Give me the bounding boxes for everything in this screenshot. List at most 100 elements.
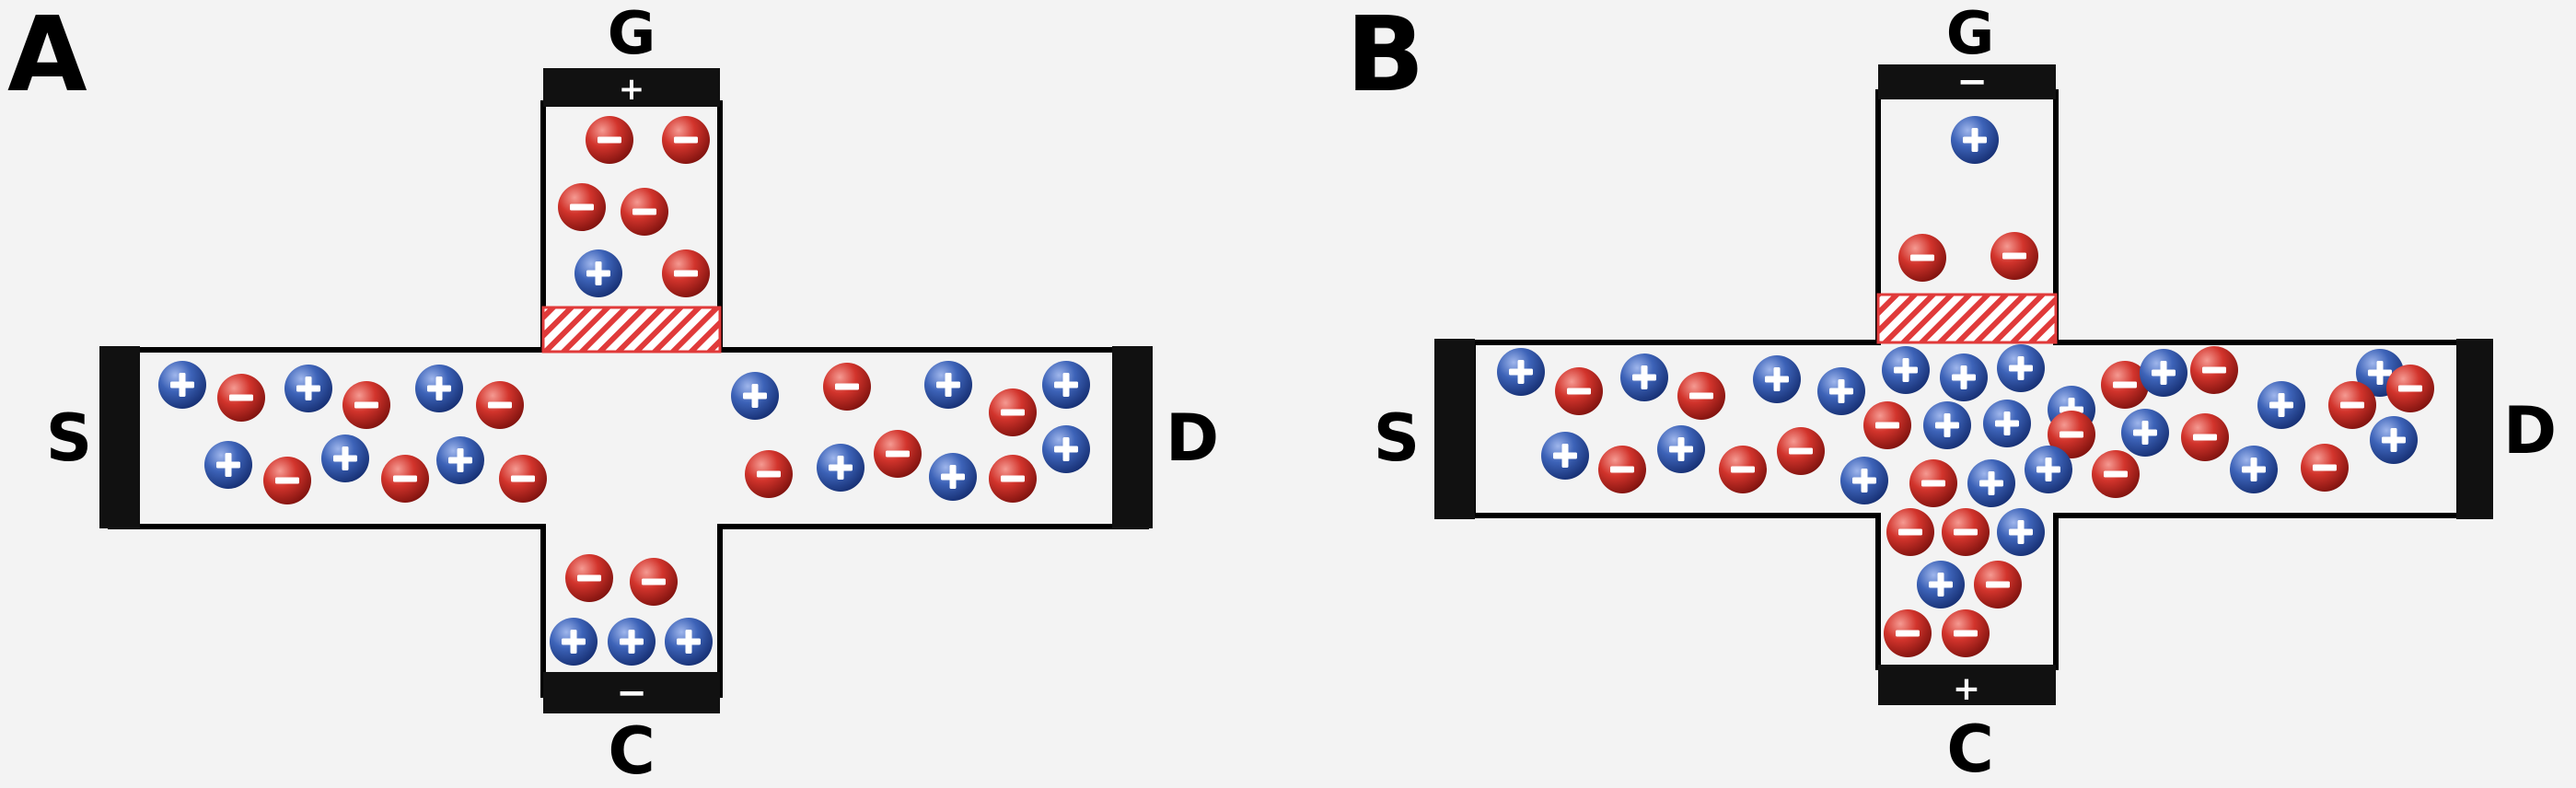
panel-a-counter-label: C (608, 713, 655, 784)
negative-ion (1719, 446, 1767, 493)
positive-ion (158, 361, 206, 409)
positive-ion (1042, 361, 1090, 409)
positive-ion (2140, 349, 2187, 397)
positive-ion (817, 444, 864, 492)
negative-ion (1677, 372, 1725, 420)
negative-ion (2101, 361, 2149, 409)
positive-ion (1882, 346, 1930, 394)
negative-ion (662, 116, 710, 164)
positive-ion (665, 618, 713, 666)
negative-ion (662, 249, 710, 297)
panel-b-gate-chamber-ions (1898, 116, 2038, 282)
panel-b-counter-sign: + (1953, 670, 1980, 708)
negative-ion (621, 188, 668, 236)
panel-a-counter-chamber-ions (550, 554, 713, 666)
negative-ion (499, 455, 547, 503)
positive-ion (1541, 432, 1589, 480)
negative-ion (2301, 444, 2349, 492)
positive-ion (1940, 353, 1988, 401)
negative-ion (1974, 561, 2022, 608)
negative-ion (558, 183, 606, 231)
positive-ion (1620, 353, 1668, 401)
positive-ion (1753, 355, 1801, 403)
negative-ion (874, 430, 922, 478)
negative-ion (989, 388, 1037, 436)
panel-b-label: B (1346, 0, 1424, 115)
panel-a-drain-electrode (1112, 346, 1153, 528)
panel-b-gate-sign: − (1956, 61, 1988, 103)
negative-ion (1942, 508, 1990, 556)
positive-ion (1497, 348, 1545, 396)
negative-ion (217, 374, 265, 422)
negative-ion (586, 116, 633, 164)
positive-ion (1923, 401, 1971, 449)
positive-ion (1951, 116, 1999, 164)
positive-ion (436, 436, 484, 484)
negative-ion (1598, 446, 1646, 493)
negative-ion (381, 455, 429, 503)
panel-b-drain-electrode (2456, 339, 2493, 519)
negative-ion (1990, 232, 2038, 280)
panel-b-counter-electrode (1878, 665, 2056, 705)
positive-ion (1817, 367, 1865, 415)
negative-ion (2328, 381, 2376, 429)
panel-a-label: A (7, 0, 87, 115)
panel-b-counter-label: C (1946, 712, 1993, 784)
panel-a-gate-chamber-ions (558, 116, 710, 297)
positive-ion (608, 618, 656, 666)
panel-b-gate-membrane (1876, 293, 2058, 344)
panel-b-gate-electrode (1878, 64, 2056, 99)
positive-ion (1657, 425, 1705, 473)
negative-ion (1555, 367, 1603, 415)
negative-ion (1863, 401, 1911, 449)
panel-a-gate-sign: + (619, 71, 645, 108)
positive-ion (929, 453, 977, 501)
positive-ion (415, 365, 463, 412)
positive-ion (204, 441, 252, 489)
negative-ion (2048, 411, 2095, 458)
positive-ion (1983, 400, 2031, 447)
negative-ion (2386, 365, 2434, 412)
positive-ion (2257, 381, 2305, 429)
negative-ion (565, 554, 613, 602)
panel-a-source-label: S (46, 400, 92, 476)
positive-ion (2121, 409, 2169, 457)
negative-ion (989, 455, 1037, 503)
negative-ion (745, 450, 793, 498)
panel-a-source-electrode (99, 346, 140, 528)
negative-ion (263, 457, 311, 504)
negative-ion (476, 381, 524, 429)
positive-ion (321, 435, 369, 482)
positive-ion (2025, 446, 2072, 493)
positive-ion (284, 365, 332, 412)
negative-ion (342, 381, 390, 429)
positive-ion (2370, 416, 2418, 464)
positive-ion (550, 618, 598, 666)
negative-ion (1886, 508, 1934, 556)
panel-b-source-label: S (1374, 400, 1420, 476)
positive-ion (1042, 425, 1090, 473)
panel-b-gate-label: G (1946, 0, 1995, 68)
negative-ion (1909, 459, 1957, 507)
negative-ion (2181, 413, 2229, 461)
panel-a-right-channel-ions (731, 361, 1090, 503)
negative-ion (1884, 609, 1932, 657)
panel-b-source-electrode (1434, 339, 1475, 519)
negative-ion (2190, 346, 2238, 394)
panel-b-channel-ions (1497, 344, 2434, 657)
positive-ion (574, 249, 622, 297)
panel-a-gate-electrode (543, 68, 720, 107)
panel-a-gate-membrane (541, 306, 722, 353)
negative-ion (1898, 234, 1946, 282)
panel-a-counter-sign: − (616, 672, 647, 714)
negative-ion (1942, 609, 1990, 657)
negative-ion (630, 558, 678, 606)
panel-a-gate-label: G (608, 0, 656, 68)
negative-ion (2092, 450, 2140, 498)
negative-ion (823, 363, 871, 411)
panel-a-counter-electrode (543, 672, 720, 713)
panel-b-drain-label: D (2503, 393, 2557, 469)
positive-ion (924, 361, 972, 409)
